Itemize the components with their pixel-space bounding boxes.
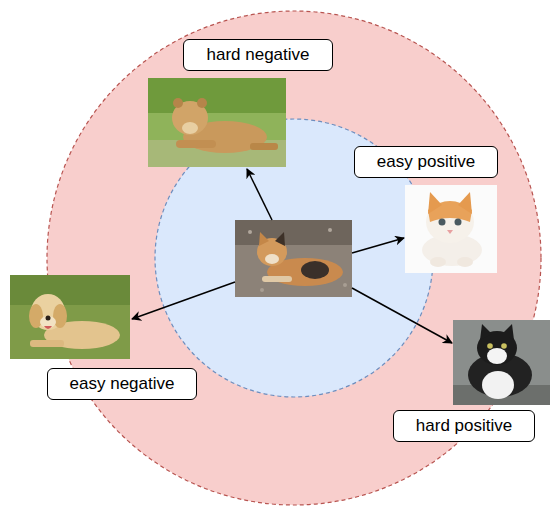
outer-region — [47, 11, 541, 505]
arrow — [247, 169, 272, 220]
image-node: hard positive — [453, 320, 550, 405]
arrow — [352, 238, 404, 253]
image-node: hard negative — [148, 78, 286, 167]
image-node: easy negative — [10, 275, 130, 359]
dog-photo — [10, 275, 130, 359]
label-box: easy negative — [47, 368, 198, 400]
image-node: easy positive — [405, 185, 497, 273]
arrow — [132, 282, 235, 319]
label-box: hard negative — [183, 39, 332, 71]
anchor-cat-photo — [235, 220, 352, 297]
bw-cat-photo — [453, 320, 550, 405]
lion-photo — [148, 78, 286, 167]
label-box: easy positive — [354, 146, 498, 178]
label-box: hard positive — [393, 410, 535, 442]
kitten-photo — [405, 185, 497, 273]
arrow — [352, 288, 452, 343]
